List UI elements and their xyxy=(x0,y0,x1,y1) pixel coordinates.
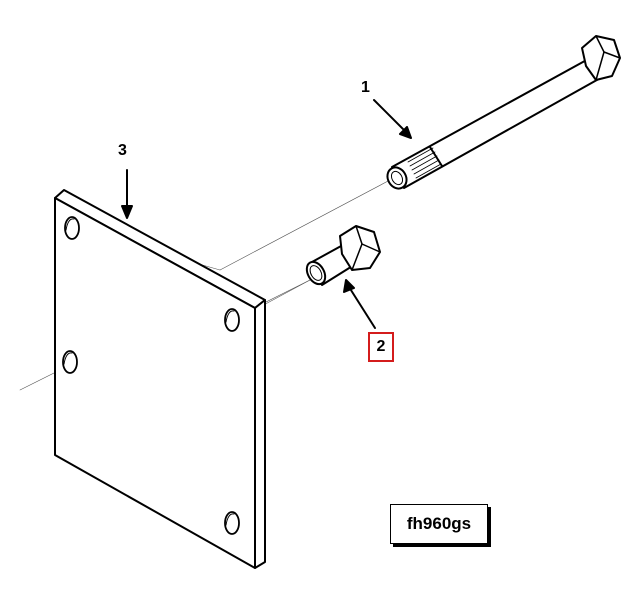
leader-arrow-2 xyxy=(343,279,376,329)
plate-hole xyxy=(224,511,240,535)
figure-id-label: fh960gs xyxy=(406,514,472,533)
plate-hole xyxy=(224,308,240,332)
callout-label-3: 3 xyxy=(118,142,127,159)
long-hex-bolt xyxy=(386,35,621,190)
plate-hole xyxy=(64,216,80,240)
leader-arrow-1 xyxy=(373,99,412,139)
plate-hole xyxy=(62,350,78,374)
short-hex-screw xyxy=(305,225,381,286)
callout-label-2: 2 xyxy=(376,338,386,355)
mounting-plate xyxy=(54,189,266,569)
callout-2-highlight-box: 2 xyxy=(368,332,394,362)
leader-arrow-3 xyxy=(121,169,133,219)
bolt-thread-shading xyxy=(407,147,442,179)
figure-id-box: fh960gs xyxy=(390,504,488,544)
callout-label-1: 1 xyxy=(361,79,370,96)
